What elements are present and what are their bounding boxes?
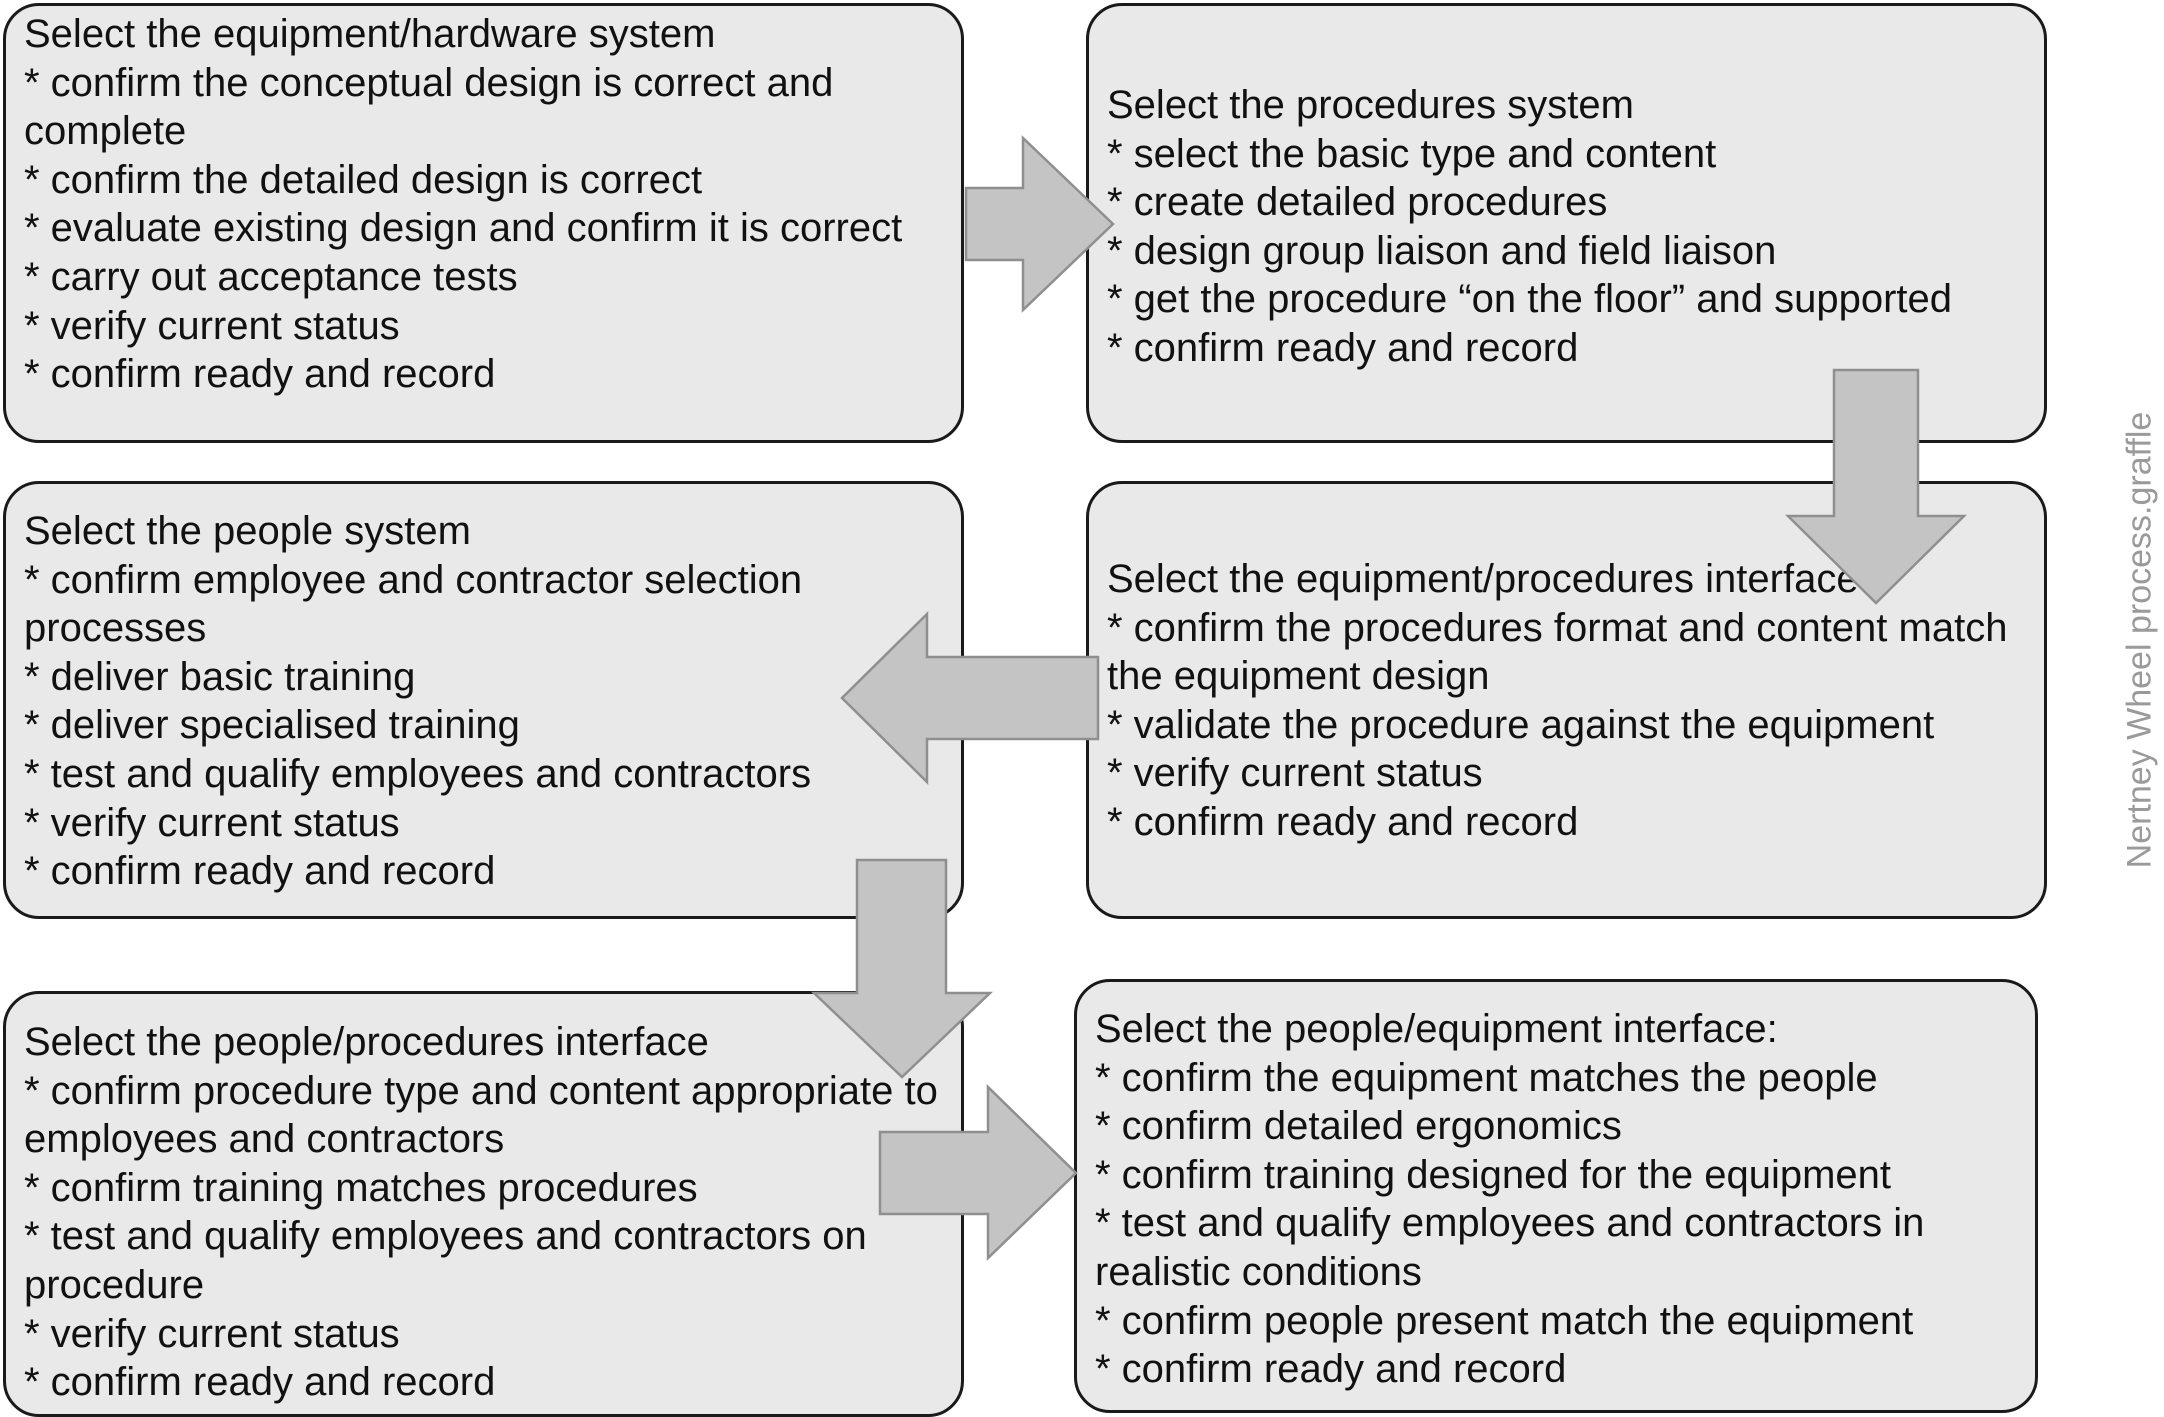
box-bullet: * test and qualify employees and contrac… xyxy=(1095,1201,1936,1294)
box-bullet: * confirm ready and record xyxy=(1095,1347,1567,1392)
box-bullet: * test and qualify employees and contrac… xyxy=(24,1214,878,1307)
arrow-down-left xyxy=(810,858,994,1079)
box-title: Select the procedures system xyxy=(1107,83,1634,127)
box-bullet: * confirm ready and record xyxy=(1107,325,1579,370)
box-bullet: * confirm ready and record xyxy=(24,1360,496,1405)
box-bullet: * confirm ready and record xyxy=(1107,799,1579,844)
box-bullet: * confirm training matches procedures xyxy=(24,1165,698,1210)
box-bullet: * confirm the procedures format and cont… xyxy=(1107,605,2019,699)
box-bullet: * deliver specialised training xyxy=(24,703,520,748)
box-bullet: * create detailed procedures xyxy=(1107,180,1608,225)
box-title: Select the people/equipment interface: xyxy=(1095,1007,1778,1051)
arrow-left-middle xyxy=(840,611,1100,785)
box-bullet: * confirm employee and contractor select… xyxy=(24,557,814,651)
box-bullet: * evaluate existing design and confirm i… xyxy=(24,206,903,251)
box-bullet: * verify current status xyxy=(24,303,400,348)
box-bullet: * carry out acceptance tests xyxy=(24,254,518,299)
box-bullet: * verify current status xyxy=(24,1311,400,1356)
box-bullet: * verify current status xyxy=(24,800,400,845)
box-bullet: * confirm procedure type and content app… xyxy=(24,1068,950,1162)
box-bullet: * design group liaison and field liaison xyxy=(1107,228,1777,273)
box-bullet: * confirm ready and record xyxy=(24,849,496,894)
box-title: Select the equipment/hardware system xyxy=(24,12,716,56)
box-bullet: * get the procedure “on the floor” and s… xyxy=(1107,277,1952,322)
box-bullet: * confirm the conceptual design is corre… xyxy=(24,60,845,154)
box-bullet: * select the basic type and content xyxy=(1107,131,1717,176)
box-people-procedures-interface: Select the people/procedures interface* … xyxy=(3,991,964,1417)
box-bullet: * validate the procedure against the equ… xyxy=(1107,702,1935,747)
box-bullet: * verify current status xyxy=(1107,751,1483,796)
box-bullet: * confirm detailed ergonomics xyxy=(1095,1104,1622,1149)
box-bullet: * confirm the detailed design is correct xyxy=(24,157,703,202)
watermark-label: Nertney Wheel process.graffle xyxy=(2120,411,2159,869)
arrow-down-right xyxy=(1784,368,1968,605)
arrow-right-top xyxy=(964,135,1115,313)
arrow-right-bottom xyxy=(878,1084,1078,1261)
box-title: Select the equipment/procedures interfac… xyxy=(1107,557,1859,601)
box-title: Select the people/procedures interface xyxy=(24,1020,709,1064)
box-bullet: * confirm ready and record xyxy=(24,352,496,397)
box-bullet: * confirm people present match the equip… xyxy=(1095,1298,1914,1343)
box-equipment-hardware-system: Select the equipment/hardware system* co… xyxy=(3,3,964,443)
box-people-system: Select the people system* confirm employ… xyxy=(3,481,964,919)
box-equipment-procedures-interface: Select the equipment/procedures interfac… xyxy=(1086,481,2047,919)
box-bullet: * confirm training designed for the equi… xyxy=(1095,1152,1892,1197)
box-bullet: * deliver basic training xyxy=(24,654,416,699)
box-people-equipment-interface: Select the people/equipment interface:* … xyxy=(1074,979,2038,1413)
box-title: Select the people system xyxy=(24,509,471,553)
box-bullet: * confirm the equipment matches the peop… xyxy=(1095,1055,1878,1100)
box-bullet: * test and qualify employees and contrac… xyxy=(24,751,812,796)
